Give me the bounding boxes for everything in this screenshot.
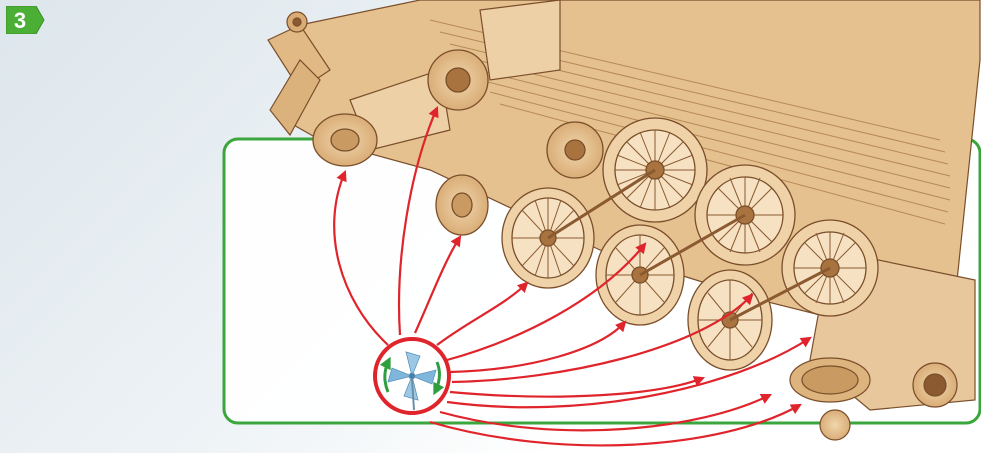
rear-mid-wheel xyxy=(547,122,603,178)
rear-small-wheel xyxy=(436,175,488,235)
rear-top-wheel xyxy=(428,50,488,110)
pinwheel-fan-icon xyxy=(375,339,449,413)
rear-trailing-wheel xyxy=(313,114,377,166)
